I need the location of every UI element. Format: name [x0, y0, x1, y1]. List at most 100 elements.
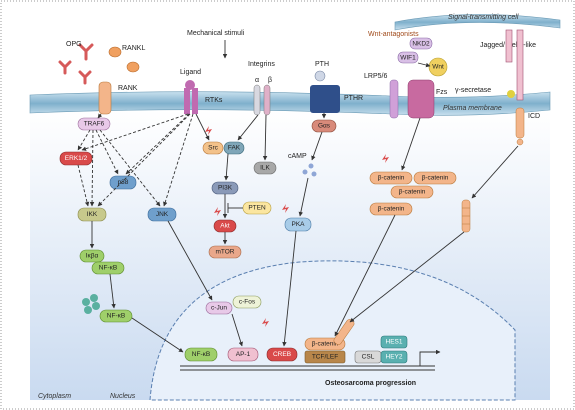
bcat-node-3 — [390, 185, 434, 199]
svg-text:c-Fos: c-Fos — [239, 299, 256, 306]
fak-node — [223, 141, 245, 155]
nfkb-node-3 — [184, 347, 218, 362]
wnt-antagonists-label: Wnt-antagonists — [368, 31, 419, 38]
pth-icon — [314, 70, 326, 82]
activation-bolt-icons — [205, 126, 389, 327]
svg-text:WIF1: WIF1 — [400, 55, 416, 62]
mtor-node — [208, 245, 242, 259]
opg-label: OPG — [66, 41, 82, 48]
svg-text:β-catenin: β-catenin — [312, 341, 339, 348]
ligand-label: Ligand — [180, 69, 201, 76]
icd-membrane-icon — [515, 107, 525, 146]
nfkb-node-2 — [99, 309, 133, 323]
svg-text:TRAF6: TRAF6 — [84, 121, 105, 128]
rtks-label: RTKs — [205, 97, 223, 104]
svg-text:CREB: CREB — [273, 351, 291, 358]
svg-text:ERK1/2: ERK1/2 — [65, 155, 88, 162]
pka-node — [284, 217, 312, 232]
transcription-arrow — [419, 349, 441, 366]
bcat-node-2 — [413, 171, 457, 185]
svg-text:mTOR: mTOR — [215, 249, 234, 256]
signal-cell-label: Signal-transmitting cell — [448, 14, 519, 21]
svg-text:c-Jun: c-Jun — [211, 305, 227, 312]
plasma-membrane-label: Plasma membrane — [443, 105, 502, 112]
ap1-node — [227, 347, 259, 362]
nucleus — [149, 260, 516, 401]
camp-label: cAMP — [288, 153, 307, 160]
svg-text:β-catenin: β-catenin — [378, 175, 405, 182]
svg-text:JNK: JNK — [156, 211, 169, 218]
opg-icon — [58, 43, 94, 85]
fzs-label: Fzs — [436, 89, 448, 96]
svg-text:CSL: CSL — [362, 354, 375, 361]
mechanical-label: Mechanical stimuli — [187, 30, 245, 37]
beta-label: β — [268, 77, 272, 84]
wif1-node — [397, 51, 419, 64]
svg-text:NF-κB: NF-κB — [107, 313, 125, 320]
svg-text:Iκβα: Iκβα — [86, 253, 99, 260]
rank-label: RANK — [118, 85, 138, 92]
jnk-node — [147, 207, 177, 222]
rankl-icon — [108, 46, 122, 58]
ilk-node — [253, 161, 277, 175]
svg-text:NF-κB: NF-κB — [99, 265, 117, 272]
nucleus-label: Nucleus — [110, 393, 136, 400]
svg-text:β-catenin: β-catenin — [422, 175, 449, 182]
svg-text:Src: Src — [208, 145, 219, 152]
tcf-node — [304, 350, 346, 364]
integrin-receptor — [253, 84, 271, 116]
pth-label: PTH — [315, 61, 329, 68]
rank-receptor — [98, 81, 112, 115]
svg-text:Akt: Akt — [220, 223, 230, 230]
gamma-secretase-label: γ-secretase — [455, 87, 491, 94]
signal-cell-membrane — [394, 14, 561, 31]
p38-node — [109, 175, 137, 190]
progression-label: Osteosarcoma progression — [325, 380, 416, 387]
bcat-node-1 — [369, 171, 413, 185]
pthr-receptor — [310, 85, 340, 113]
svg-text:Wnt: Wnt — [432, 64, 444, 71]
notch-icon — [516, 29, 524, 101]
svg-text:TCF/LEF: TCF/LEF — [312, 354, 338, 361]
jagged-icon — [505, 29, 513, 63]
svg-text:p38: p38 — [118, 179, 129, 186]
alpha-label: α — [255, 77, 259, 84]
pathway-arrows — [77, 62, 519, 353]
ikba-node — [79, 249, 105, 263]
svg-text:Gαs: Gαs — [318, 123, 331, 130]
pthr-label: PTHR — [344, 95, 363, 102]
svg-text:β-catenin: β-catenin — [399, 189, 426, 196]
cfos-node — [232, 295, 262, 309]
svg-text:FAK: FAK — [228, 145, 241, 152]
cytoplasm-label: Cytoplasm — [38, 393, 71, 400]
lrp-label: LRP5/6 — [364, 73, 387, 80]
cjun-node — [205, 301, 233, 315]
svg-text:IKK: IKK — [87, 211, 98, 218]
icd-label: ICD — [528, 113, 540, 120]
traf6-node — [77, 117, 111, 131]
nfkb-node-1 — [91, 261, 125, 275]
svg-text:PI3K: PI3K — [218, 185, 233, 192]
hey2-node — [380, 350, 408, 364]
proteasome-icon — [82, 294, 100, 314]
gas-node — [311, 119, 337, 133]
svg-text:β-catenin: β-catenin — [378, 206, 405, 213]
camp-icon — [302, 163, 317, 177]
gamma-secretase-icon — [507, 90, 515, 98]
fzs-receptor — [407, 79, 435, 119]
hes1-node — [380, 335, 408, 349]
svg-text:ILK: ILK — [260, 165, 270, 172]
svg-text:PTEN: PTEN — [248, 205, 266, 212]
svg-text:NF-κB: NF-κB — [192, 351, 210, 358]
svg-text:PKA: PKA — [291, 221, 305, 228]
nkd2-node — [409, 37, 433, 50]
rtks-receptor — [184, 88, 198, 114]
bcat-node-4 — [369, 202, 413, 216]
svg-text:HEY2: HEY2 — [386, 354, 403, 361]
svg-text:NKD2: NKD2 — [412, 41, 430, 48]
ligand-icon — [185, 80, 195, 90]
integrins-label: Integrins — [248, 61, 275, 68]
icd-cytoplasm-icon — [461, 199, 471, 233]
